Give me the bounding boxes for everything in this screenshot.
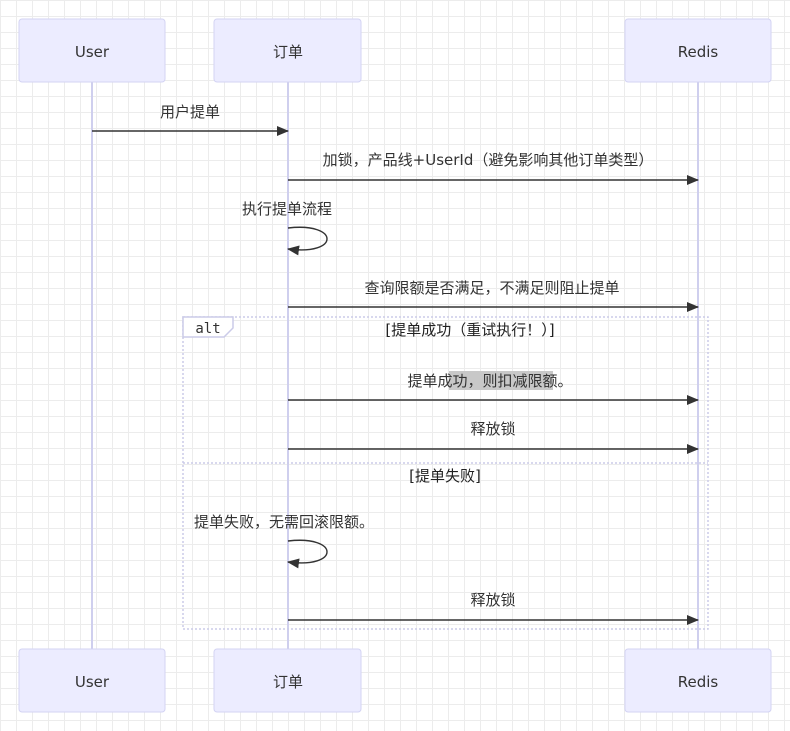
text-highlight	[449, 371, 553, 390]
alt-frame-tag: alt	[195, 321, 220, 337]
participant-label: Redis	[678, 43, 719, 61]
participant-box	[213, 18, 362, 83]
participant-box	[18, 18, 166, 83]
participant-order-top: 订单	[213, 18, 362, 83]
message-label-acquire-lock: 加锁，产品线+UserId（避免影响其他订单类型）	[323, 151, 654, 169]
message-label-release-lock-1: 释放锁	[470, 420, 515, 438]
alt-frame: alt [提单成功（重试执行！）] [提单失败]	[182, 316, 709, 630]
participant-redis-bottom: Redis	[624, 648, 772, 713]
message-label-no-rollback: 提单失败，无需回滚限额。	[194, 513, 374, 531]
message-arrow-run-flow	[287, 226, 328, 256]
alt-condition-failure: [提单失败]	[409, 467, 481, 485]
participant-label: User	[75, 43, 110, 61]
message-label-release-lock-2: 释放锁	[470, 591, 515, 609]
message-arrow-no-rollback	[287, 539, 328, 569]
participant-redis-top: Redis	[624, 18, 772, 83]
message-label-run-flow: 执行提单流程	[242, 200, 332, 218]
participant-user-bottom: User	[18, 648, 166, 713]
alt-condition-success: [提单成功（重试执行！）]	[385, 321, 554, 339]
participant-user-top: User	[18, 18, 166, 83]
participant-box	[624, 18, 772, 83]
participant-label: 订单	[273, 673, 303, 691]
participant-order-bottom: 订单	[213, 648, 362, 713]
participant-label: Redis	[678, 673, 719, 691]
participant-box	[213, 648, 362, 713]
message-label-submit-order: 用户提单	[160, 103, 220, 121]
participant-box	[18, 648, 166, 713]
message-label-check-limit: 查询限额是否满足，不满足则阻止提单	[364, 279, 619, 297]
message-label-deduct-limit: 提单成功，则扣减限额。	[407, 372, 572, 390]
participant-label: User	[75, 673, 110, 691]
alt-frame-tab	[182, 316, 234, 338]
alt-frame-border	[182, 316, 709, 630]
participant-box	[624, 648, 772, 713]
participant-label: 订单	[273, 43, 303, 61]
